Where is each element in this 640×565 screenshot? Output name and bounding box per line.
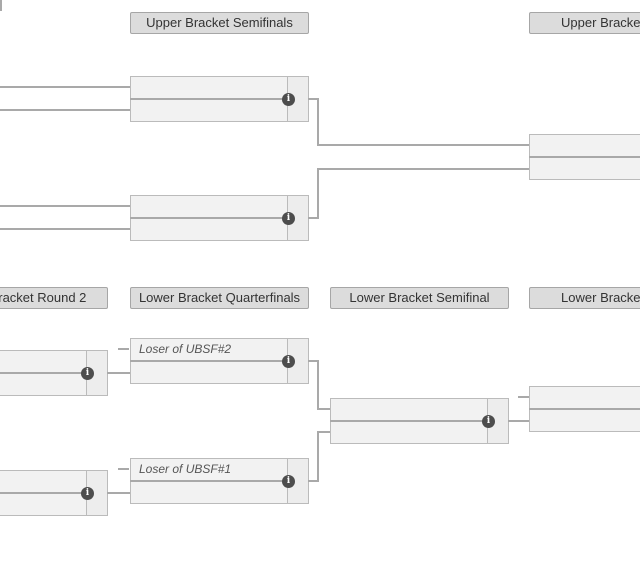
match-lb-quarterfinal-2: Loser of UBSF#1 i — [130, 458, 309, 504]
round-header-label: Upper Bracket Final — [561, 15, 640, 30]
connector-line — [308, 480, 319, 482]
match-lb-final: i — [529, 386, 640, 432]
round-header-lb-final: Lower Bracket Final — [529, 287, 640, 309]
info-glyph: i — [486, 416, 491, 426]
info-glyph: i — [286, 213, 291, 223]
match-divider — [330, 420, 509, 422]
loser-drop-stub — [118, 348, 129, 350]
connector-line — [0, 228, 131, 230]
connector-line — [507, 420, 530, 422]
connector-line — [308, 360, 319, 362]
match-divider — [0, 492, 108, 494]
connector-line — [0, 86, 131, 88]
opponent-slot-top — [530, 387, 640, 408]
round-header-label: Lower Bracket Final — [561, 290, 640, 305]
connector-line — [317, 431, 331, 433]
info-glyph: i — [286, 356, 291, 366]
info-glyph: i — [286, 476, 291, 486]
info-circle-icon[interactable]: i — [81, 487, 94, 500]
opponent-slot-bottom — [530, 158, 640, 179]
match-divider — [529, 156, 640, 158]
connector-line — [0, 205, 131, 207]
opponent-slot-top — [331, 399, 508, 420]
match-divider — [130, 98, 309, 100]
connector-line — [317, 360, 319, 410]
connector-line — [317, 144, 530, 146]
clipped-edge-fragment — [0, 0, 2, 11]
connector-line — [108, 492, 131, 494]
connector-line — [317, 168, 319, 219]
opponent-slot-bottom — [530, 410, 640, 431]
info-circle-icon[interactable]: i — [482, 415, 495, 428]
opponent-slot-top: Loser of UBSF#2 — [131, 339, 308, 360]
opponent-slot-top — [530, 135, 640, 156]
round-header-label: Lower Bracket Semifinal — [349, 290, 490, 305]
match-lb-round2-1: i — [0, 350, 108, 396]
connector-line — [317, 431, 319, 482]
opponent-slot-bottom — [131, 219, 308, 240]
opponent-slot-top — [131, 77, 308, 98]
info-glyph: i — [286, 94, 291, 104]
match-divider — [130, 217, 309, 219]
round-header-ub-semifinals: Upper Bracket Semifinals — [130, 12, 309, 34]
info-circle-icon[interactable]: i — [282, 93, 295, 106]
round-header-lb-semifinal: Lower Bracket Semifinal — [330, 287, 509, 309]
match-ub-final: i — [529, 134, 640, 180]
connector-line — [108, 372, 131, 374]
info-glyph: i — [85, 488, 90, 498]
loser-drop-stub — [518, 396, 529, 398]
info-circle-icon[interactable]: i — [282, 212, 295, 225]
connector-line — [308, 217, 319, 219]
connector-line — [0, 109, 131, 111]
match-divider — [130, 480, 309, 482]
loser-drop-stub — [118, 468, 129, 470]
round-header-lb-round2: Lower Bracket Round 2 — [0, 287, 108, 309]
round-header-label: Upper Bracket Semifinals — [146, 15, 293, 30]
match-ub-semifinal-1: i — [130, 76, 309, 122]
info-circle-icon[interactable]: i — [282, 475, 295, 488]
opponent-slot-bottom — [331, 422, 508, 443]
connector-line — [317, 168, 530, 170]
opponent-slot-top — [131, 196, 308, 217]
info-circle-icon[interactable]: i — [81, 367, 94, 380]
opponent-slot-bottom — [131, 482, 308, 503]
match-lb-semifinal: i — [330, 398, 509, 444]
loser-label: Loser of UBSF#2 — [139, 342, 232, 356]
info-circle-icon[interactable]: i — [282, 355, 295, 368]
match-ub-semifinal-2: i — [130, 195, 309, 241]
opponent-slot-bottom — [131, 362, 308, 383]
round-header-label: Lower Bracket Round 2 — [0, 290, 87, 305]
match-divider — [0, 372, 108, 374]
opponent-slot-top: Loser of UBSF#1 — [131, 459, 308, 480]
connector-line — [317, 98, 319, 146]
round-header-ub-final: Upper Bracket Final — [529, 12, 640, 34]
match-lb-round2-2: i — [0, 470, 108, 516]
match-divider — [529, 408, 640, 410]
connector-line — [308, 98, 319, 100]
info-glyph: i — [85, 368, 90, 378]
connector-line — [317, 408, 331, 410]
match-divider — [130, 360, 309, 362]
loser-label: Loser of UBSF#1 — [139, 462, 232, 476]
round-header-lb-quarterfinals: Lower Bracket Quarterfinals — [130, 287, 309, 309]
opponent-slot-bottom — [131, 100, 308, 121]
match-lb-quarterfinal-1: Loser of UBSF#2 i — [130, 338, 309, 384]
